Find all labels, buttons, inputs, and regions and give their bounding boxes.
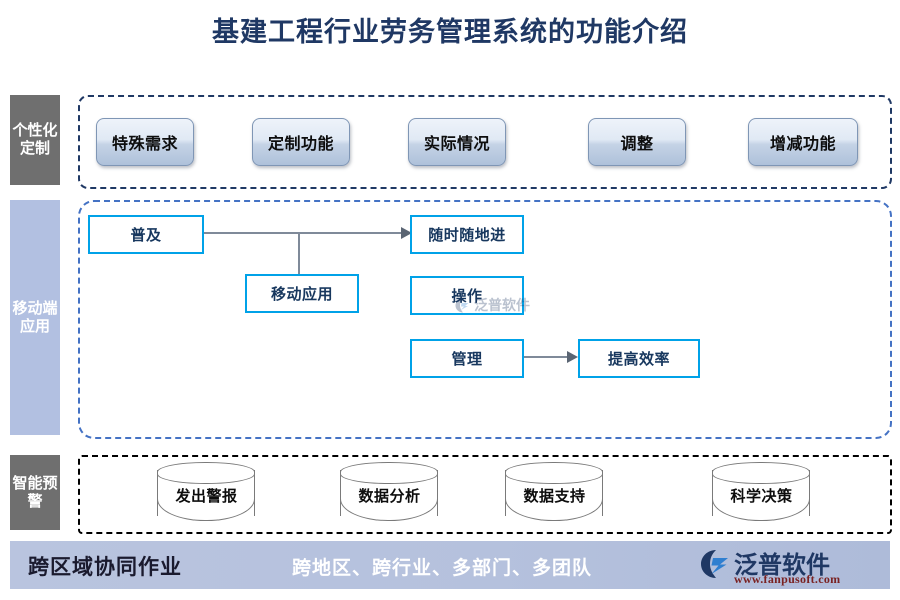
cylinder-top [712,462,810,484]
cylinder-label: 数据分析 [358,487,421,505]
box-mobile-application[interactable]: 移动应用 [245,274,359,313]
button-custom-function[interactable]: 定制功能 [252,118,350,166]
box-improve-efficiency[interactable]: 提高效率 [578,339,700,378]
button-actual-situation[interactable]: 实际情况 [408,118,506,166]
brand-name: 泛普软件 [734,552,830,579]
footer-title: 跨区域协同作业 [28,555,182,579]
box-management[interactable]: 管理 [410,339,524,378]
cylinder-data-analysis[interactable]: 数据分析 [340,462,438,524]
connector-horizontal-spread-to-anytime [200,232,408,234]
section-region-customization [78,95,892,189]
section-label-customization: 个性化定制 [10,95,60,185]
cylinder-label: 科学决策 [730,487,793,505]
arrowhead-to-efficiency [567,351,578,363]
cylinder-label: 数据支持 [523,487,586,505]
cylinder-top [340,462,438,484]
section-region-alert [78,455,892,534]
button-special-requirement[interactable]: 特殊需求 [96,118,194,166]
footer-subtitle: 跨地区、跨行业、多部门、多团队 [292,558,593,579]
brand-url: www.fanpusoft.com [734,572,841,586]
connector-management-to-efficiency [520,356,574,358]
button-adjustment[interactable]: 调整 [588,118,686,166]
section-label-mobile: 移动端应用 [10,200,60,435]
cylinder-top [157,462,255,484]
footer-bar: 跨区域协同作业 跨地区、跨行业、多部门、多团队 泛普软件 www.fanpuso… [10,541,890,589]
section-region-mobile [78,200,892,439]
connector-vertical-mobileapp-to-junction [298,232,300,274]
section-label-alert: 智能预警 [10,455,60,530]
brand-swoosh-icon [701,550,728,578]
box-anytime-anywhere[interactable]: 随时随地进 [410,215,524,254]
cylinder-label: 发出警报 [175,487,238,505]
button-add-remove-function[interactable]: 增减功能 [748,118,858,166]
cylinder-issue-alarm[interactable]: 发出警报 [157,462,255,524]
box-operation[interactable]: 操作 [410,276,524,315]
cylinder-data-support[interactable]: 数据支持 [505,462,603,524]
arrowhead-to-anytime [401,227,412,239]
box-spread[interactable]: 普及 [88,215,204,254]
cylinder-top [505,462,603,484]
cylinder-scientific-decision[interactable]: 科学决策 [712,462,810,524]
brand-logo[interactable]: 泛普软件 www.fanpusoft.com [700,545,880,587]
page-title: 基建工程行业劳务管理系统的功能介绍 [212,17,688,47]
